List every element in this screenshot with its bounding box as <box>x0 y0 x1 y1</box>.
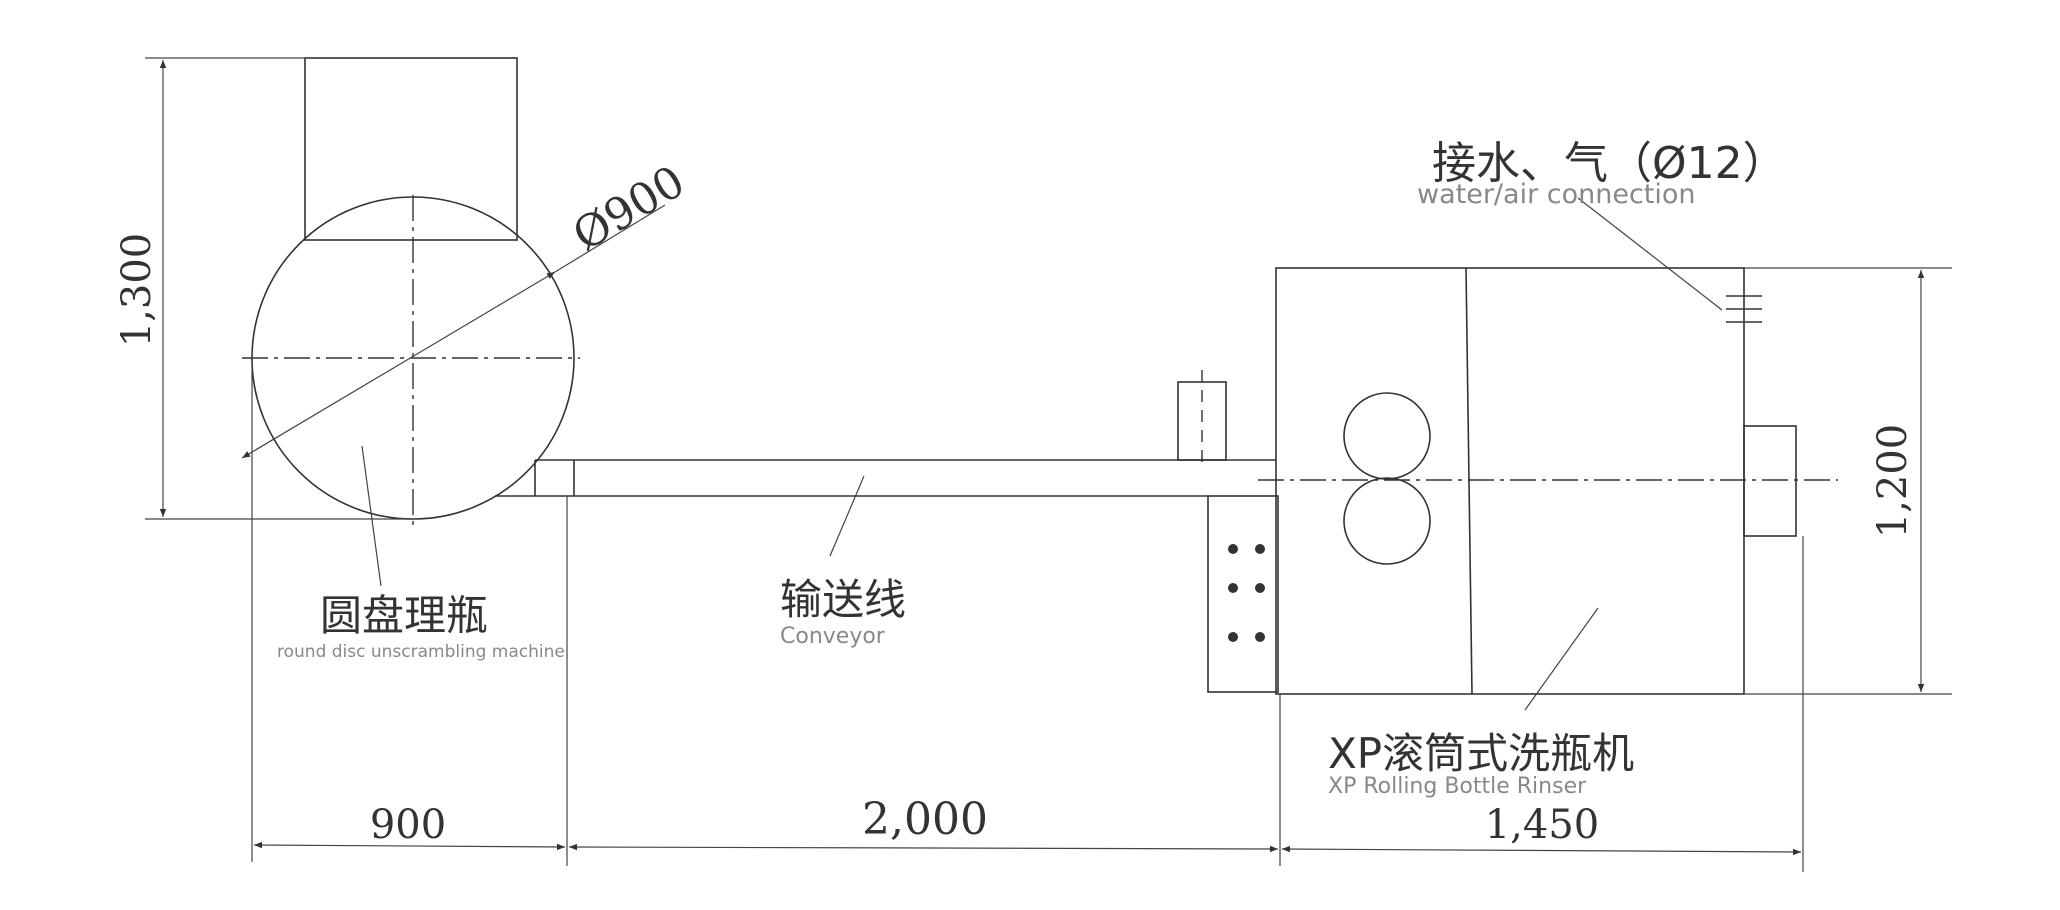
rinser-divider <box>1465 267 1473 695</box>
dim-line-rinser <box>1281 845 1802 856</box>
leader-lines <box>361 197 1723 711</box>
dim-line-conveyor <box>568 843 1279 853</box>
disc-height-label: 1,300 <box>114 233 160 348</box>
indicator-dot <box>1228 632 1238 642</box>
rinser-height-label: 1,200 <box>1870 424 1916 539</box>
rinser-width-label: 1,450 <box>1485 802 1600 848</box>
disc-label-cn: 圆盘理瓶 <box>320 591 488 640</box>
disc-diameter-leader <box>554 204 666 273</box>
indicator-dot <box>1255 632 1265 642</box>
indicator-dot <box>1255 544 1265 554</box>
conveyor-leader <box>829 475 865 557</box>
conveyor-label-en: Conveyor <box>780 624 886 649</box>
dim-line-disc <box>253 841 566 851</box>
conveyor-length-label: 2,000 <box>862 794 988 845</box>
conveyor-label-cn: 输送线 <box>780 575 906 624</box>
disc-diameter-line <box>241 271 556 459</box>
disc-width-label: 900 <box>370 802 446 848</box>
indicator-dot <box>1255 583 1265 593</box>
disc-unscrambler: Ø900 <box>241 57 694 525</box>
drum-top <box>1343 392 1431 480</box>
connection-label-en: water/air connection <box>1417 179 1696 210</box>
disc-hopper <box>304 57 518 241</box>
rinser-body <box>1275 267 1745 695</box>
control-box-outline <box>1207 495 1279 693</box>
rinser-leader <box>1524 607 1599 711</box>
rinser <box>1258 267 1838 695</box>
disc-diameter-label: Ø900 <box>564 156 693 262</box>
text-labels: 圆盘理瓶 round disc unscrambling machine 输送线… <box>277 138 1787 799</box>
rinser-label-en: XP Rolling Bottle Rinser <box>1328 774 1587 799</box>
indicator-dot <box>1228 583 1238 593</box>
connection-label-cn: 接水、气（Ø12） <box>1432 138 1787 189</box>
disc-height-dimension: 1,300 <box>114 57 413 520</box>
indicator-dot <box>1228 544 1238 554</box>
bottom-dimensions: 900 2,000 1,450 <box>251 370 1804 872</box>
conveyor <box>495 370 1276 497</box>
rinser-outlet <box>1743 425 1797 537</box>
connection-leader <box>1577 197 1723 311</box>
control-box <box>1207 495 1279 693</box>
rinser-label-cn: XP滚筒式洗瓶机 <box>1328 729 1634 778</box>
drum-bottom <box>1343 477 1431 565</box>
disc-leader <box>361 445 382 587</box>
disc-label-en: round disc unscrambling machine <box>277 642 565 662</box>
rinser-height-dimension: 1,200 <box>1744 267 1952 695</box>
